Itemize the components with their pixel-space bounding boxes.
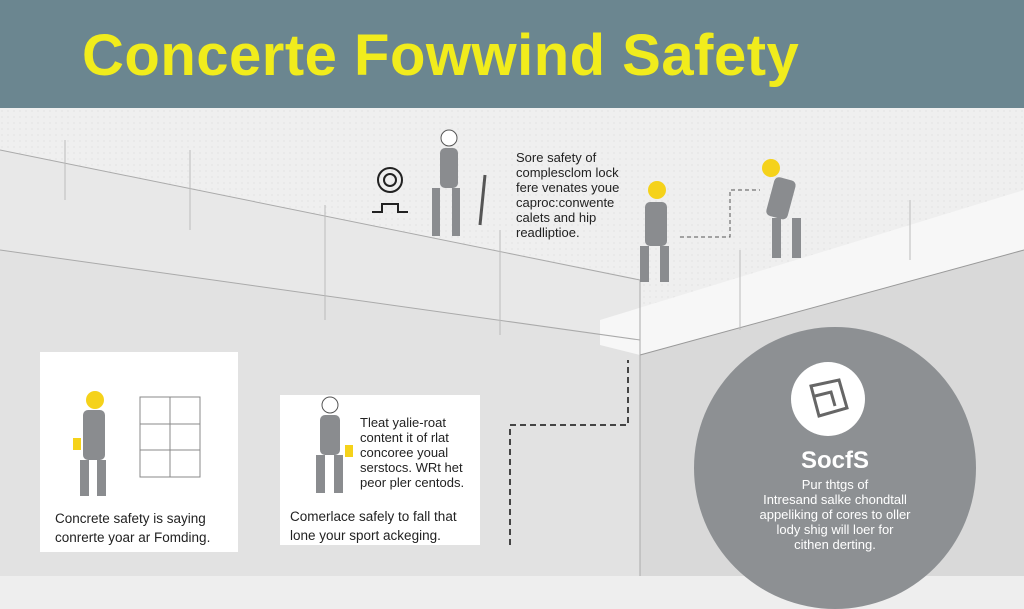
circle-title: SocfS (800, 447, 869, 474)
card-body-line: content it of rlat (360, 430, 449, 445)
card-caption-line: lone your sport ackeging. (290, 528, 441, 543)
card-body-line: concoree youal (360, 445, 449, 460)
page-title: Concerte Fowwind Safety (82, 23, 800, 88)
top-note-line: Sore safety of (516, 150, 597, 165)
sun-icon (372, 167, 408, 213)
worker-figure (432, 129, 801, 282)
circle-body-line: appeliking of cores to oller (759, 507, 911, 522)
top-note-line: caproc:conwente (516, 195, 615, 210)
top-note-line: complesclom lock (516, 165, 619, 180)
card-body-line: peor pler centods. (360, 475, 465, 490)
circle-body-line: Intresand salke chondtall (763, 492, 907, 507)
top-note: Sore safety of complesclom lock fere ven… (516, 150, 619, 240)
top-note-line: readliptioe. (516, 225, 580, 240)
card-middle: Tleat yalie-roat content it of rlat conc… (280, 395, 480, 545)
card-caption-line: Comerlace safely to fall that (290, 509, 457, 524)
circle-body-line: lody shig will loer for (776, 522, 894, 537)
card-body-line: Tleat yalie-roat (360, 415, 446, 430)
card-left: Concrete safety is saying conrerte yoar … (40, 352, 238, 552)
document-icon (791, 362, 865, 436)
top-note-line: calets and hip (516, 210, 597, 225)
top-note-line: fere venates youe (516, 180, 620, 195)
worker-with-shelf-illustration (73, 391, 201, 496)
card-body-line: serstocs. WRt het (360, 460, 463, 475)
card-caption-line: Concrete safety is saying (55, 511, 206, 526)
worker-walking-illustration (316, 396, 353, 493)
circle-panel: SocfS Pur thtgs of Intresand salke chond… (694, 327, 976, 609)
roof-edge (600, 190, 1024, 355)
header-banner: Concerte Fowwind Safety (0, 0, 1024, 108)
circle-body-line: cithen derting. (794, 537, 876, 552)
circle-body-line: Pur thtgs of (801, 477, 869, 492)
card-caption-line: conrerte yoar ar Fomding. (55, 530, 211, 545)
